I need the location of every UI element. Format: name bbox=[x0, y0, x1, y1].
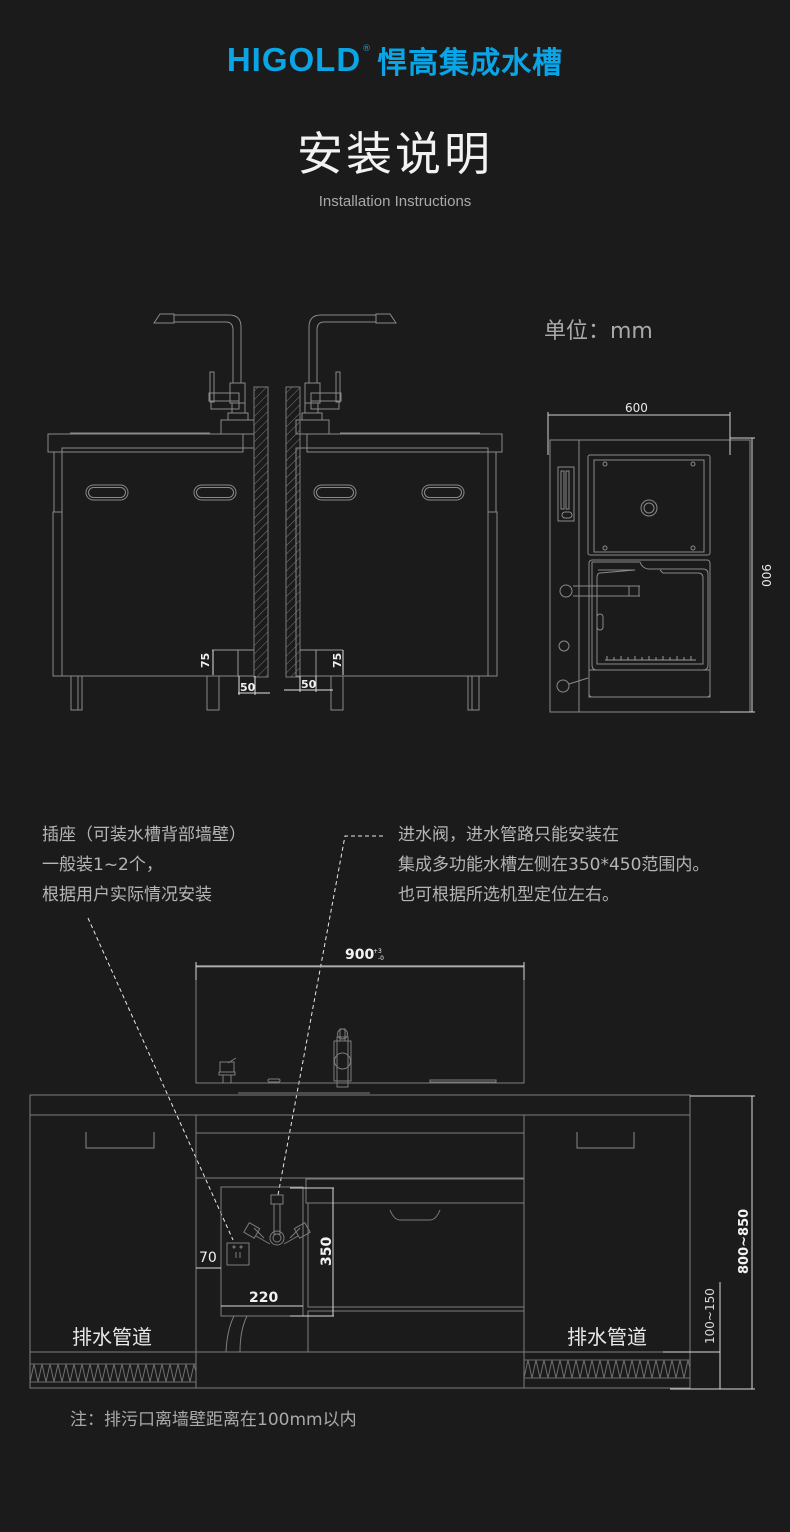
plinth-vent-right bbox=[523, 1359, 691, 1379]
dim-front-width-tol-minus: -0 bbox=[378, 955, 384, 962]
drain-label-right: 排水管道 bbox=[567, 1325, 647, 1349]
inlet-valve bbox=[243, 1194, 311, 1246]
right-cabinet bbox=[295, 419, 503, 711]
socket-leader bbox=[87, 917, 234, 1241]
dim-front-width: 900 bbox=[345, 947, 374, 963]
footnote: 注：排污口离墙壁距离在100mm以内 bbox=[70, 1410, 357, 1430]
dim-zone-height: 350 bbox=[319, 1237, 335, 1266]
right-faucet bbox=[301, 313, 397, 421]
socket-note-line: 根据用户实际情况安装 bbox=[42, 885, 212, 905]
dim-side-right-height: 75 bbox=[331, 653, 344, 668]
valve-note-line: 进水阀，进水管路只能安装在 bbox=[398, 825, 619, 845]
page-title: 安装说明 bbox=[297, 127, 493, 181]
left-cabinet bbox=[47, 419, 255, 711]
dim-front-width-tol-plus: +3 bbox=[373, 948, 382, 955]
dim-side-left-gap: 50 bbox=[240, 681, 256, 694]
left-faucet bbox=[153, 313, 249, 421]
dim-total-height: 800~850 bbox=[737, 1209, 752, 1274]
dim-socket-offset: 70 bbox=[199, 1250, 217, 1266]
wall-socket bbox=[226, 1242, 250, 1266]
valve-note: 进水阀，进水管路只能安装在 集成多功能水槽左侧在350*450范围内。 也可根据… bbox=[398, 820, 709, 910]
page-subtitle: Installation Instructions bbox=[318, 193, 472, 210]
top-view-drawing: 600 900 bbox=[547, 401, 773, 713]
brand-logo: HIGOLD® 悍高集成水槽 bbox=[0, 38, 790, 82]
dim-top-depth: 900 bbox=[759, 564, 773, 587]
socket-note: 插座（可装水槽背部墙壁） 一般装1~2个， 根据用户实际情况安装 bbox=[42, 820, 246, 910]
valve-leader bbox=[277, 835, 383, 1196]
dim-top-width: 600 bbox=[625, 401, 648, 415]
registered-mark: ® bbox=[362, 43, 372, 54]
scale-ticks bbox=[606, 656, 692, 660]
unit-label: 单位：mm bbox=[544, 319, 653, 344]
dim-zone-width: 220 bbox=[249, 1290, 278, 1306]
plinth-vent-left bbox=[29, 1363, 197, 1383]
socket-note-line: 插座（可装水槽背部墙壁） bbox=[42, 825, 246, 845]
dim-side-right-gap: 50 bbox=[301, 678, 317, 691]
side-view-drawing: 75 50 50 75 bbox=[47, 313, 503, 711]
valve-note-line: 也可根据所选机型定位左右。 bbox=[398, 885, 619, 905]
valve-note-line: 集成多功能水槽左侧在350*450范围内。 bbox=[398, 855, 710, 875]
brand-name-en: HIGOLD bbox=[226, 41, 362, 78]
right-wall bbox=[285, 386, 301, 678]
socket-note-line: 一般装1~2个， bbox=[42, 855, 163, 875]
front-view-drawing: 900 +3 -0 70 220 350 800~850 100~150 排水管… bbox=[29, 835, 755, 1390]
left-wall bbox=[253, 386, 269, 678]
brand-name-cn: 悍高集成水槽 bbox=[377, 46, 564, 81]
dim-plinth-height: 100~150 bbox=[703, 1288, 717, 1344]
drain-label-left: 排水管道 bbox=[72, 1325, 152, 1349]
dim-side-left-height: 75 bbox=[199, 653, 212, 668]
